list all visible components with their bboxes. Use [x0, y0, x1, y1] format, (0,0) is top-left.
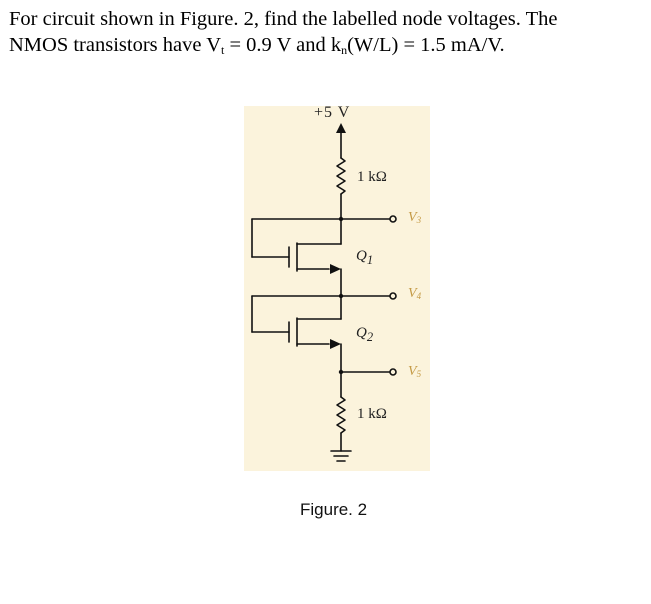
v4-label: V4 — [408, 286, 422, 301]
resistor-r1 — [336, 157, 346, 195]
supply-label: +5 V — [314, 104, 351, 121]
r1-label: 1 kΩ — [357, 169, 387, 185]
kn-subscript: n — [341, 43, 348, 57]
v5-terminal — [389, 368, 397, 376]
q2-label: Q2 — [356, 325, 374, 344]
problem-statement: For circuit shown in Figure. 2, find the… — [9, 6, 643, 58]
v3-label: V3 — [408, 210, 422, 225]
threshold-subscript: t — [221, 43, 225, 57]
problem-line-2: NMOS transistors have Vt = 0.9 V and kn(… — [9, 34, 505, 57]
q2-source-arrow — [330, 339, 341, 349]
r2-label: 1 kΩ — [357, 406, 387, 422]
q1-label: Q1 — [356, 248, 374, 267]
supply-arrow — [336, 123, 346, 133]
circuit-figure: +5 V 1 kΩ 1 kΩ Q1 Q2 V3 V4 V5 — [244, 104, 430, 471]
q1-source-arrow — [330, 264, 341, 274]
figure-caption: Figure. 2 — [300, 500, 368, 519]
v3-terminal — [389, 215, 397, 223]
resistor-r2 — [336, 396, 346, 434]
v5-label: V5 — [408, 364, 422, 379]
problem-line-1: For circuit shown in Figure. 2, find the… — [9, 8, 558, 30]
v4-terminal — [389, 292, 397, 300]
circuit-diagram — [251, 123, 397, 462]
